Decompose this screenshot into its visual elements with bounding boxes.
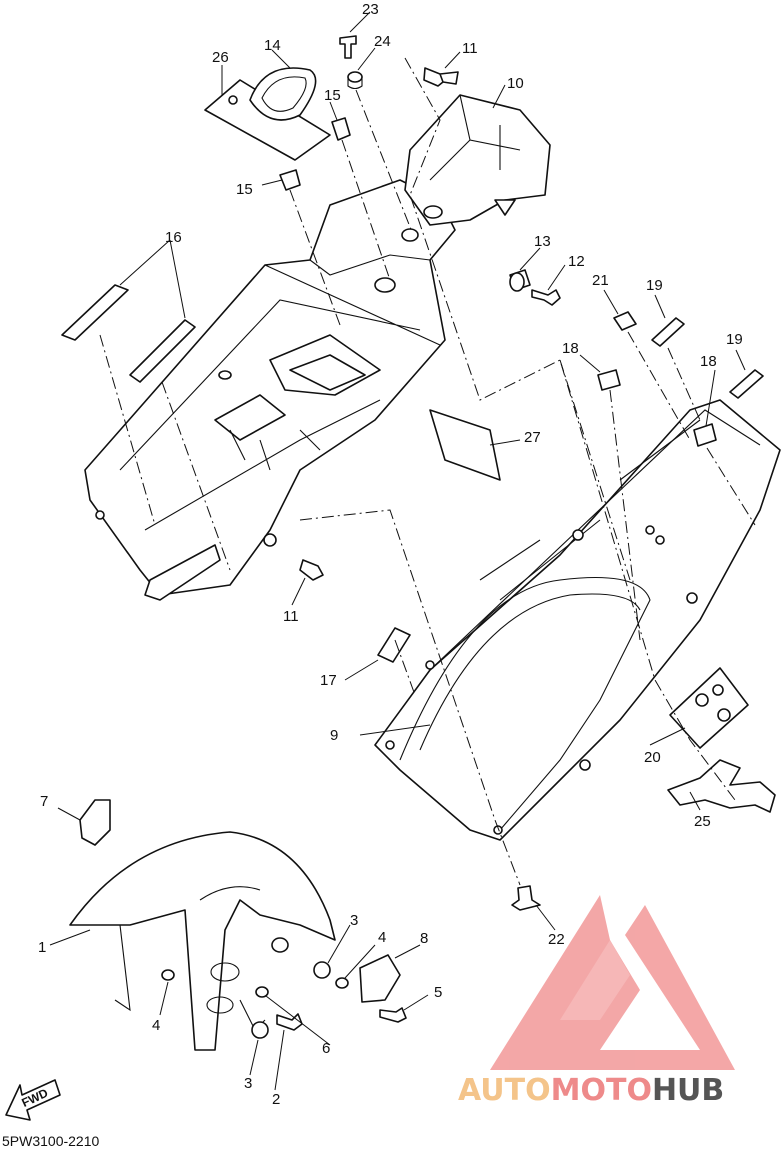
bolt-11-lower bbox=[299, 559, 324, 581]
callout-11-lower: 11 bbox=[283, 608, 299, 625]
callout-4-right: 4 bbox=[378, 929, 386, 946]
fwd-arrow-icon: FWD bbox=[5, 1079, 61, 1121]
bolt-2 bbox=[276, 1013, 303, 1031]
callout-19-left: 19 bbox=[646, 277, 663, 294]
pad-18-a bbox=[597, 369, 621, 391]
grab-strap-plate bbox=[204, 67, 331, 161]
clip-15-lower bbox=[279, 169, 301, 191]
callout-26: 26 bbox=[212, 49, 229, 66]
callout-22: 22 bbox=[548, 931, 565, 948]
label-27 bbox=[429, 409, 501, 481]
svg-text:AUTOMOTOHUB: AUTOMOTOHUB bbox=[458, 1073, 724, 1108]
callout-8: 8 bbox=[420, 930, 428, 947]
sticker-16-b bbox=[129, 319, 196, 383]
callout-19-right: 19 bbox=[726, 331, 743, 348]
grommet-22 bbox=[511, 885, 541, 911]
clip-21 bbox=[613, 311, 637, 331]
washer-4-left bbox=[161, 969, 175, 981]
callout-23: 23 bbox=[362, 1, 379, 18]
collar-24 bbox=[347, 71, 363, 83]
callout-6: 6 bbox=[322, 1040, 330, 1057]
collar-3-upper bbox=[313, 961, 331, 979]
collar-3-lower bbox=[251, 1021, 269, 1039]
rear-fender bbox=[374, 399, 781, 841]
callout-2: 2 bbox=[272, 1091, 280, 1108]
callout-5: 5 bbox=[434, 984, 442, 1001]
washer-rubber bbox=[271, 937, 289, 953]
bolt-23 bbox=[339, 35, 357, 59]
callout-11-upper: 11 bbox=[462, 40, 478, 57]
callout-3-lower: 3 bbox=[244, 1075, 252, 1092]
bolt-5 bbox=[379, 1007, 407, 1023]
callout-1: 1 bbox=[38, 939, 46, 956]
callout-12: 12 bbox=[568, 253, 585, 270]
callout-17: 17 bbox=[320, 672, 337, 689]
clip-15-upper bbox=[331, 117, 351, 141]
rear-inner-fender-assembly bbox=[84, 179, 456, 601]
callout-labels: 1 2 3 3 4 4 5 6 7 8 9 10 11 11 12 13 14 … bbox=[38, 1, 743, 1108]
callout-16: 16 bbox=[165, 229, 182, 246]
bracket-8 bbox=[359, 954, 401, 1003]
bolt-11-upper bbox=[423, 67, 459, 87]
callout-27: 27 bbox=[524, 429, 541, 446]
callout-15-upper: 15 bbox=[324, 87, 341, 104]
watermark-logo bbox=[490, 895, 735, 1070]
bracket-25 bbox=[667, 759, 776, 813]
callout-24: 24 bbox=[374, 33, 391, 50]
watermark-brand-auto: AUTO bbox=[458, 1073, 551, 1108]
callout-3-upper: 3 bbox=[350, 912, 358, 929]
pad-19-b bbox=[729, 369, 764, 399]
callout-18-left: 18 bbox=[562, 340, 579, 357]
leader-lines bbox=[49, 11, 756, 1091]
pad-19-a bbox=[651, 317, 685, 347]
pad-17 bbox=[377, 627, 411, 663]
callout-10: 10 bbox=[507, 75, 524, 92]
sticker-16-a bbox=[61, 284, 129, 341]
callout-9: 9 bbox=[330, 727, 338, 744]
callout-13: 13 bbox=[534, 233, 551, 250]
callout-20: 20 bbox=[644, 749, 661, 766]
watermark-brand-moto: MOTO bbox=[551, 1073, 652, 1108]
bracket-7 bbox=[79, 799, 111, 846]
battery-box bbox=[404, 94, 551, 226]
bolt-12 bbox=[531, 289, 561, 306]
plate-20 bbox=[669, 667, 749, 749]
washer-6 bbox=[255, 986, 269, 998]
callout-15-lower: 15 bbox=[236, 181, 253, 198]
washer-4-right bbox=[335, 977, 349, 989]
watermark-brand-hub: HUB bbox=[652, 1073, 724, 1108]
callout-4-left: 4 bbox=[152, 1017, 160, 1034]
callout-7: 7 bbox=[40, 793, 48, 810]
callout-21: 21 bbox=[592, 272, 609, 289]
callout-14: 14 bbox=[264, 37, 281, 54]
callout-25: 25 bbox=[694, 813, 711, 830]
callout-18-right: 18 bbox=[700, 353, 717, 370]
drawing-code: 5PW3100-2210 bbox=[2, 1133, 100, 1149]
